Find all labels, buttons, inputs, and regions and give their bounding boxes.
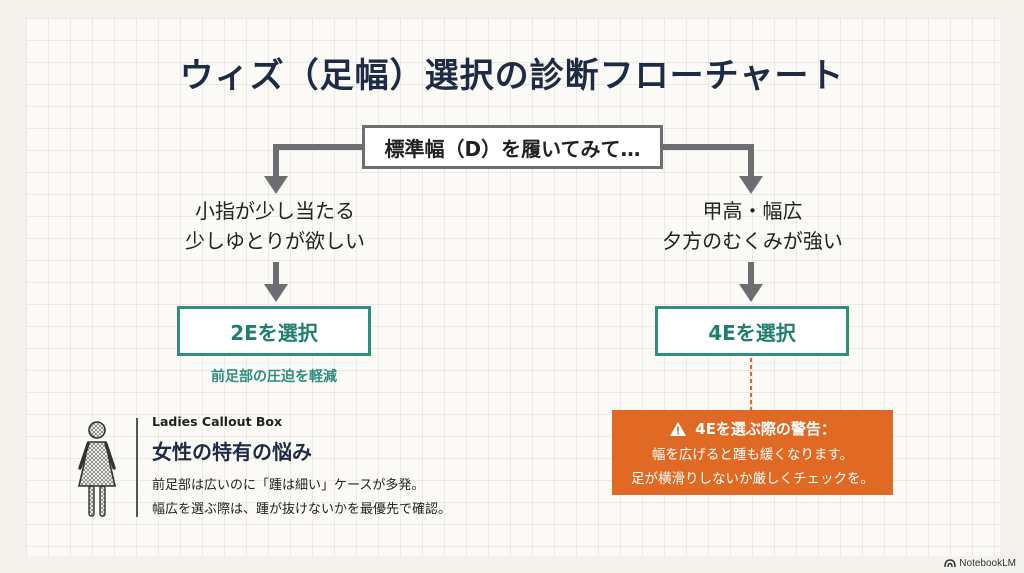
grid-background [26, 18, 1000, 556]
callout-line2: 幅広を選ぶ際は、踵が抜けないかを最優先で確認。 [152, 502, 452, 517]
callout-divider [136, 418, 138, 517]
right-condition-line2: 夕方のむくみが強い [662, 229, 843, 253]
arrow-start-left [273, 144, 362, 178]
start-label: 標準幅（D）を履いてみて… [384, 136, 641, 161]
arrow-start-left-head [264, 176, 288, 194]
choice-2e-note: 前足部の圧迫を軽減 [211, 369, 337, 385]
arrow-right-down-head [739, 284, 763, 302]
warning-box: 4Eを選ぶ際の警告： 幅を広げると踵も緩くなります。 足が横滑りしないか厳しくチ… [612, 410, 893, 495]
left-condition: 小指が少し当たる 少しゆとりが欲しい [160, 196, 390, 256]
choice-2e-label: 2Eを選択 [230, 320, 318, 345]
left-condition-line1: 小指が少し当たる [195, 199, 355, 223]
right-condition: 甲高・幅広 夕方のむくみが強い [635, 196, 870, 256]
choice-2e-box: 2Eを選択 [177, 306, 371, 356]
notebooklm-logo-icon [944, 559, 957, 568]
page-title: ウィズ（足幅）選択の診断フローチャート [179, 56, 845, 96]
brand-name: NotebookLM [959, 558, 1016, 569]
warning-title: 4Eを選ぶ際の警告： [695, 420, 836, 438]
choice-4e-label: 4Eを選択 [708, 320, 796, 345]
warning-triangle-icon [670, 421, 687, 436]
start-box: 標準幅（D）を履いてみて… [362, 125, 663, 169]
right-condition-line1: 甲高・幅広 [702, 199, 803, 223]
warning-line1: 幅を広げると踵も緩くなります。 [651, 447, 854, 463]
warning-title-row: 4Eを選ぶ際の警告： [612, 418, 893, 439]
choice-4e-box: 4Eを選択 [655, 306, 849, 356]
callout-title: 女性の特有の悩み [152, 440, 312, 464]
warning-line2: 足が横滑りしないか厳しくチェックを。 [631, 471, 874, 487]
arrow-left-down-head [264, 284, 288, 302]
callout-label: Ladies Callout Box [152, 414, 283, 429]
arrow-start-right [663, 144, 754, 178]
callout-line1: 前足部は広いのに「踵は細い」ケースが多発。 [152, 478, 425, 493]
arrow-start-right-head [739, 176, 763, 194]
notebooklm-brand: NotebookLM [944, 558, 1016, 569]
left-condition-line2: 少しゆとりが欲しい [185, 229, 365, 253]
woman-icon [77, 421, 117, 517]
